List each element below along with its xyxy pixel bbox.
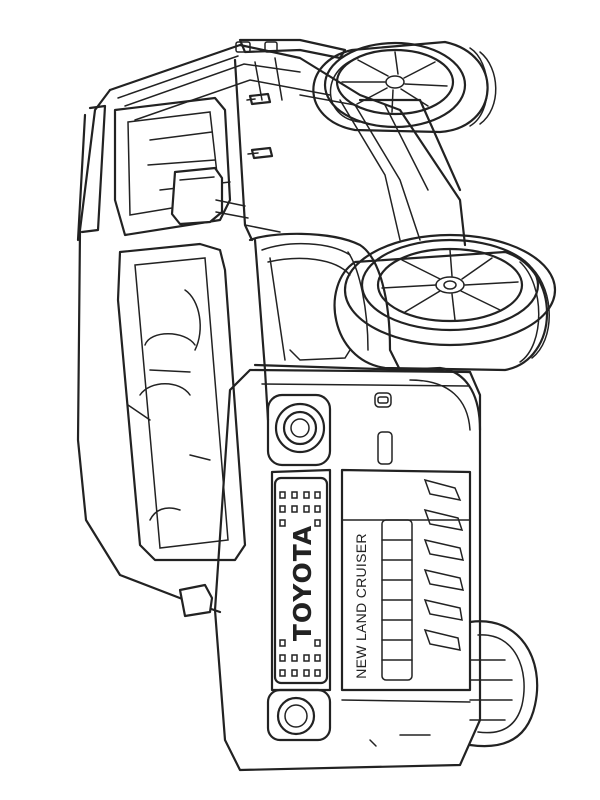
front-bumper: NEW LAND CRUISER — [340, 468, 472, 747]
bottom-wheel — [468, 620, 539, 748]
grille-brand-text: TOYOTA — [288, 525, 317, 641]
headlights — [266, 392, 393, 742]
front-wheel — [333, 233, 557, 372]
vehicle-body — [76, 38, 482, 772]
model-badge-text: NEW LAND CRUISER — [353, 533, 369, 679]
grille: TOYOTA — [270, 468, 332, 692]
